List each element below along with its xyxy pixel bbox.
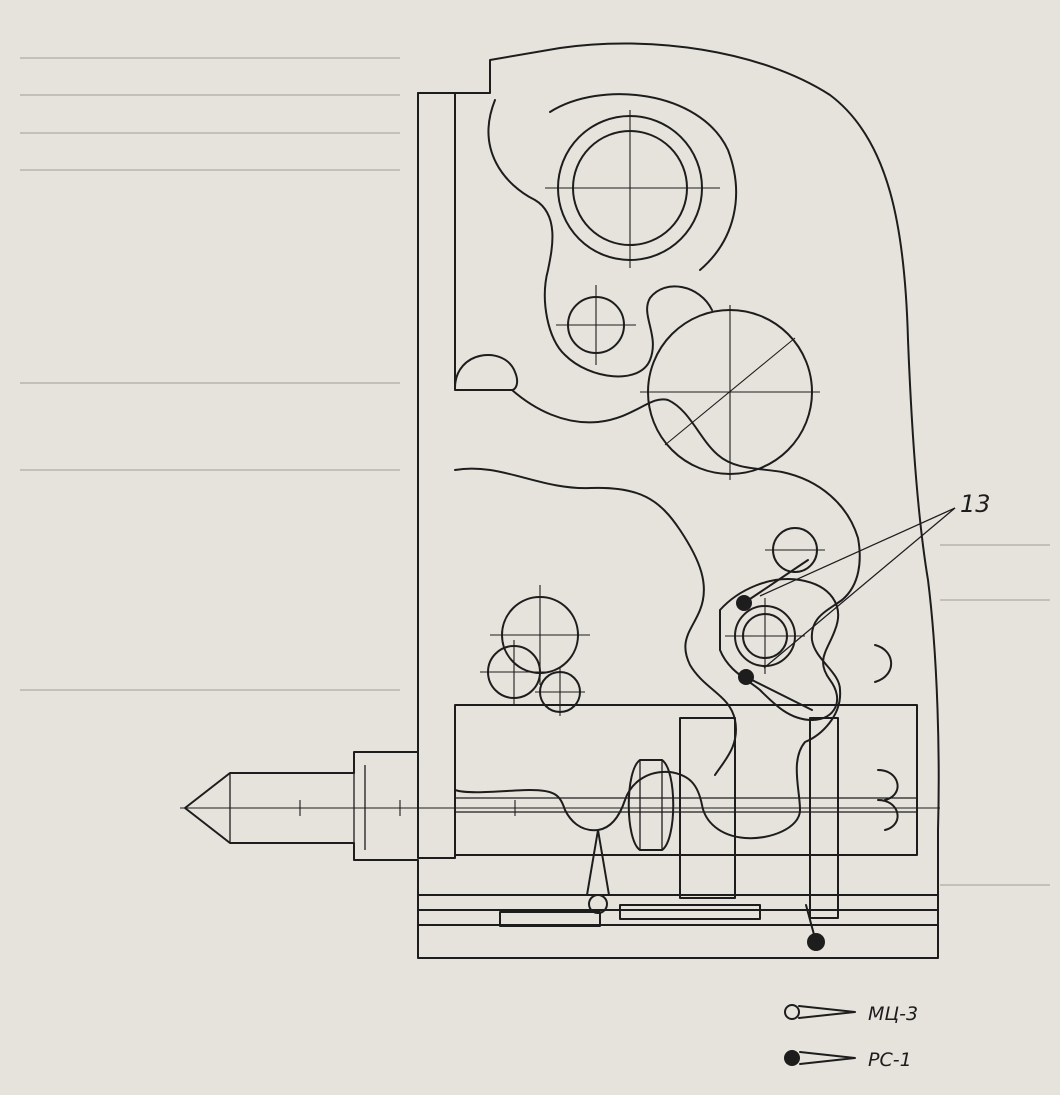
carriage-roller <box>627 759 675 851</box>
axis-ticks <box>299 800 516 816</box>
legend-label-mts3: МЦ-3 <box>868 1003 918 1025</box>
bump-semicircle <box>454 354 519 391</box>
contact-roller-upper <box>765 527 825 573</box>
cam-plate <box>417 92 861 859</box>
lower-left-small-gear <box>480 640 548 705</box>
upper-gear <box>545 110 720 268</box>
contact-dots <box>736 559 825 951</box>
legend: МЦ-3 РС-1 <box>784 1003 918 1071</box>
frame-outline <box>184 42 940 959</box>
middle-gear <box>640 305 820 480</box>
idler-small-upper <box>556 285 636 365</box>
callout-leaders <box>759 507 956 669</box>
upper-arc <box>549 93 738 271</box>
cam-lobe-contour <box>454 467 737 776</box>
bleed-through-lines <box>20 57 1050 886</box>
carriage-assembly <box>417 704 939 927</box>
lower-left-tiny-gear <box>535 668 585 716</box>
cam-inner-contour <box>487 99 713 378</box>
legend-item-filled: РС-1 <box>784 1049 912 1071</box>
legend-label-rs1: РС-1 <box>868 1049 912 1071</box>
callout-number: 13 <box>960 490 991 518</box>
contact-lever <box>719 578 840 721</box>
legend-item-open: МЦ-3 <box>784 1003 918 1025</box>
needle-pointer <box>586 829 610 914</box>
contact-roller-lower <box>725 598 805 674</box>
edge-bump <box>874 644 893 683</box>
